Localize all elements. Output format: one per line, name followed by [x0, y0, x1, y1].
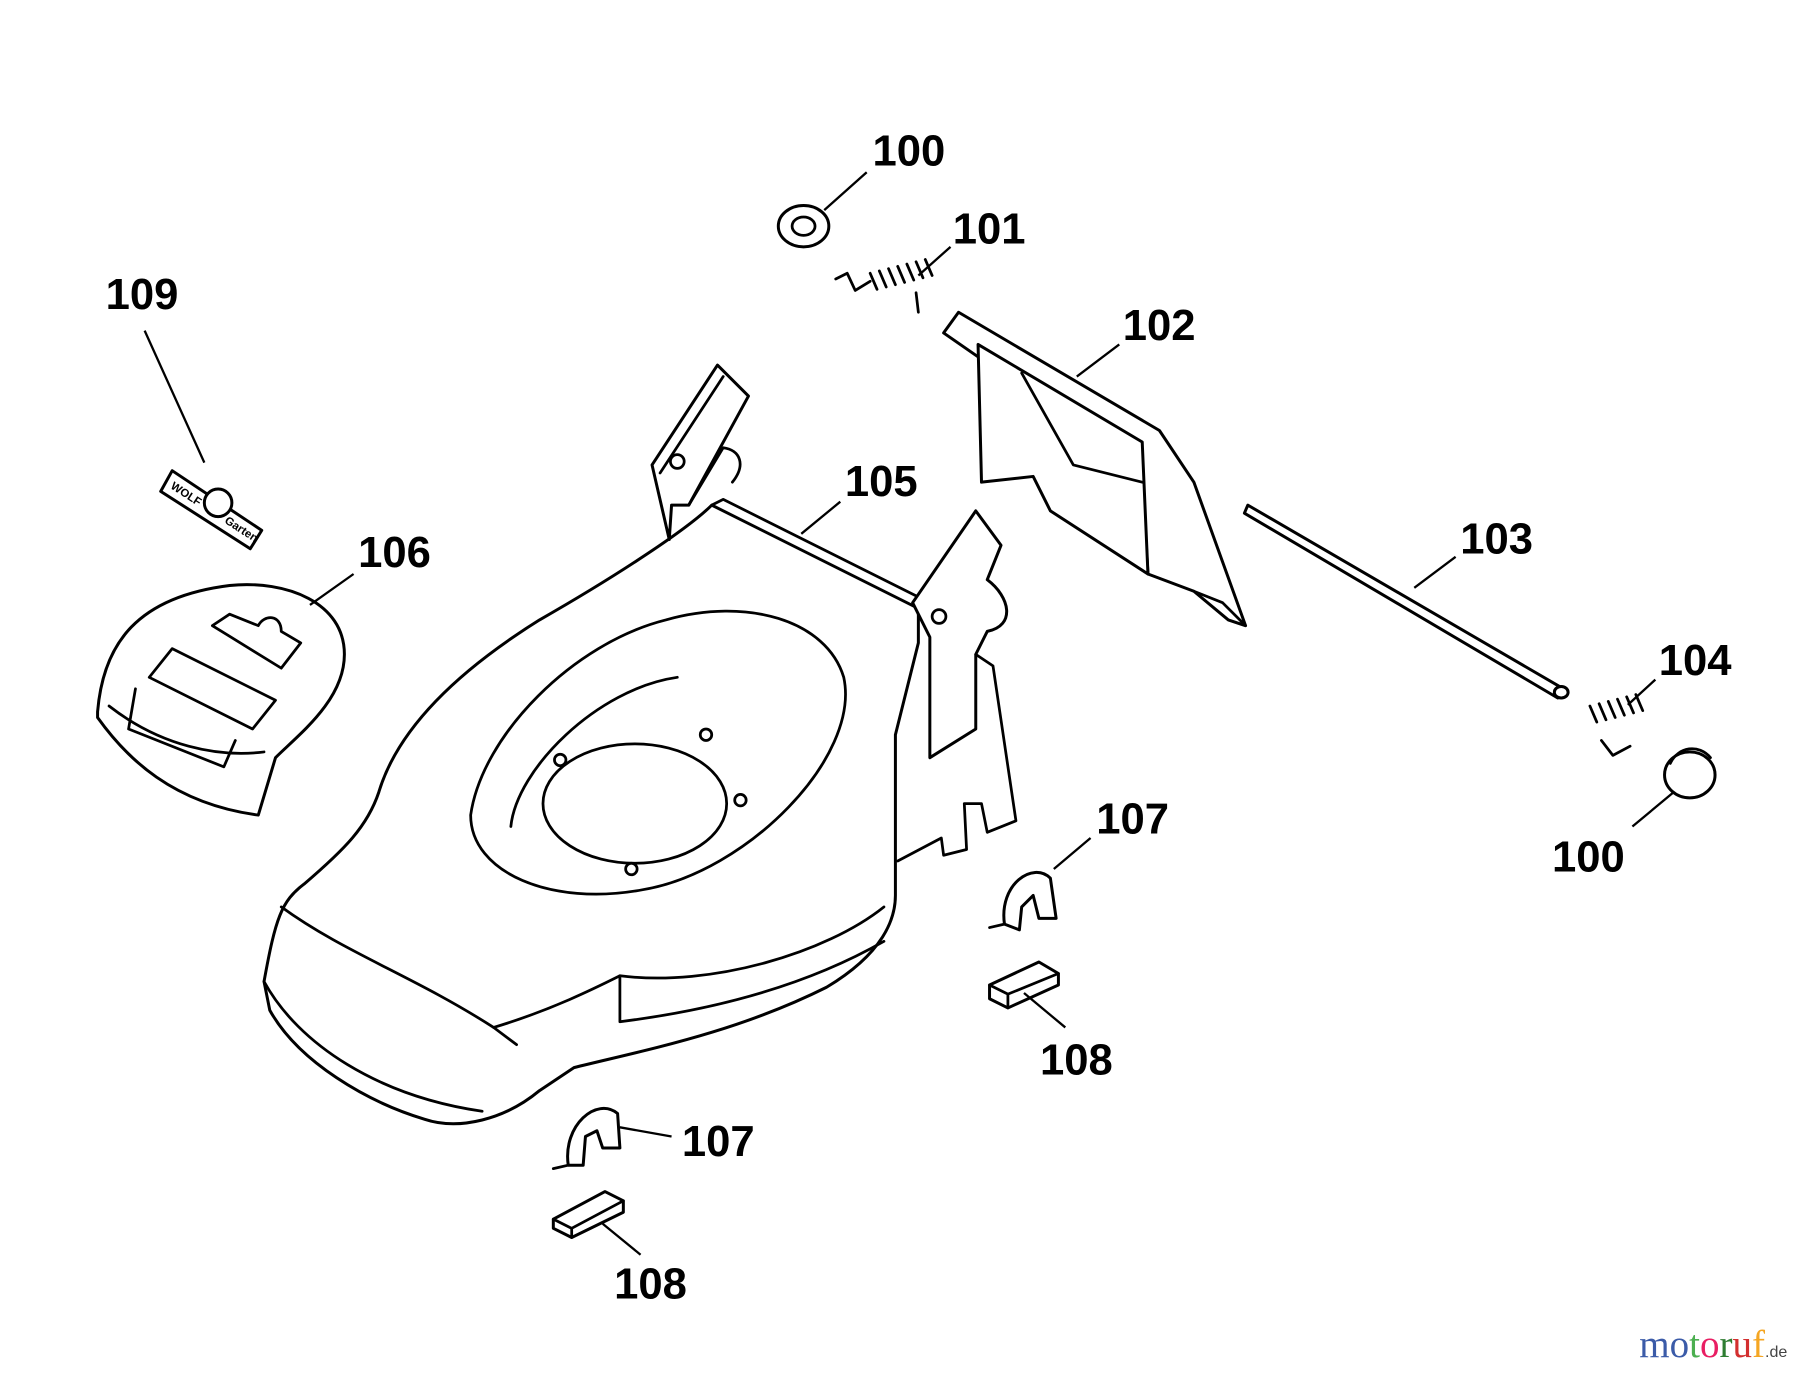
watermark-letter: f [1752, 1323, 1765, 1366]
watermark-suffix: .de [1765, 1343, 1787, 1361]
part-109-badge: WOLF Garten [159, 469, 264, 551]
watermark-letter: r [1720, 1323, 1733, 1366]
callout-107-left: 107 [682, 1118, 755, 1166]
part-100-cap [1663, 747, 1717, 800]
part-104-spring [1588, 693, 1645, 757]
callout-109: 109 [106, 271, 179, 319]
callout-107-right: 107 [1096, 795, 1169, 843]
part-108-block-right [988, 960, 1060, 1010]
watermark-letter: o [1670, 1323, 1690, 1366]
part-103-rod [1242, 503, 1570, 700]
watermark-logo: motoruf.de [1639, 1323, 1787, 1366]
watermark-letter: m [1639, 1323, 1669, 1366]
callout-108-left: 108 [614, 1260, 687, 1308]
part-106-cover [96, 583, 346, 817]
callout-100-top: 100 [872, 127, 945, 175]
watermark-letter: o [1700, 1323, 1720, 1366]
callout-106: 106 [358, 529, 431, 577]
callout-101: 101 [953, 205, 1026, 253]
watermark-letter: t [1689, 1323, 1700, 1366]
part-108-block-left [551, 1190, 625, 1240]
part-102-flap [942, 310, 1248, 628]
part-107-clip-left [551, 1107, 622, 1171]
watermark-text: motoruf.de [1639, 1323, 1787, 1366]
part-107-clip-right [988, 871, 1058, 932]
leader-lines [143, 171, 1675, 1256]
part-100-washer-top [776, 204, 831, 249]
callout-103: 103 [1460, 515, 1533, 563]
callout-108-right: 108 [1040, 1037, 1113, 1085]
watermark-letter: u [1733, 1323, 1753, 1366]
part-105-deck [262, 363, 1018, 1126]
callout-100-bottom: 100 [1552, 833, 1625, 881]
callout-102: 102 [1123, 302, 1196, 350]
callout-105: 105 [845, 458, 918, 506]
part-101-spring [834, 258, 934, 314]
callout-104: 104 [1659, 637, 1733, 685]
